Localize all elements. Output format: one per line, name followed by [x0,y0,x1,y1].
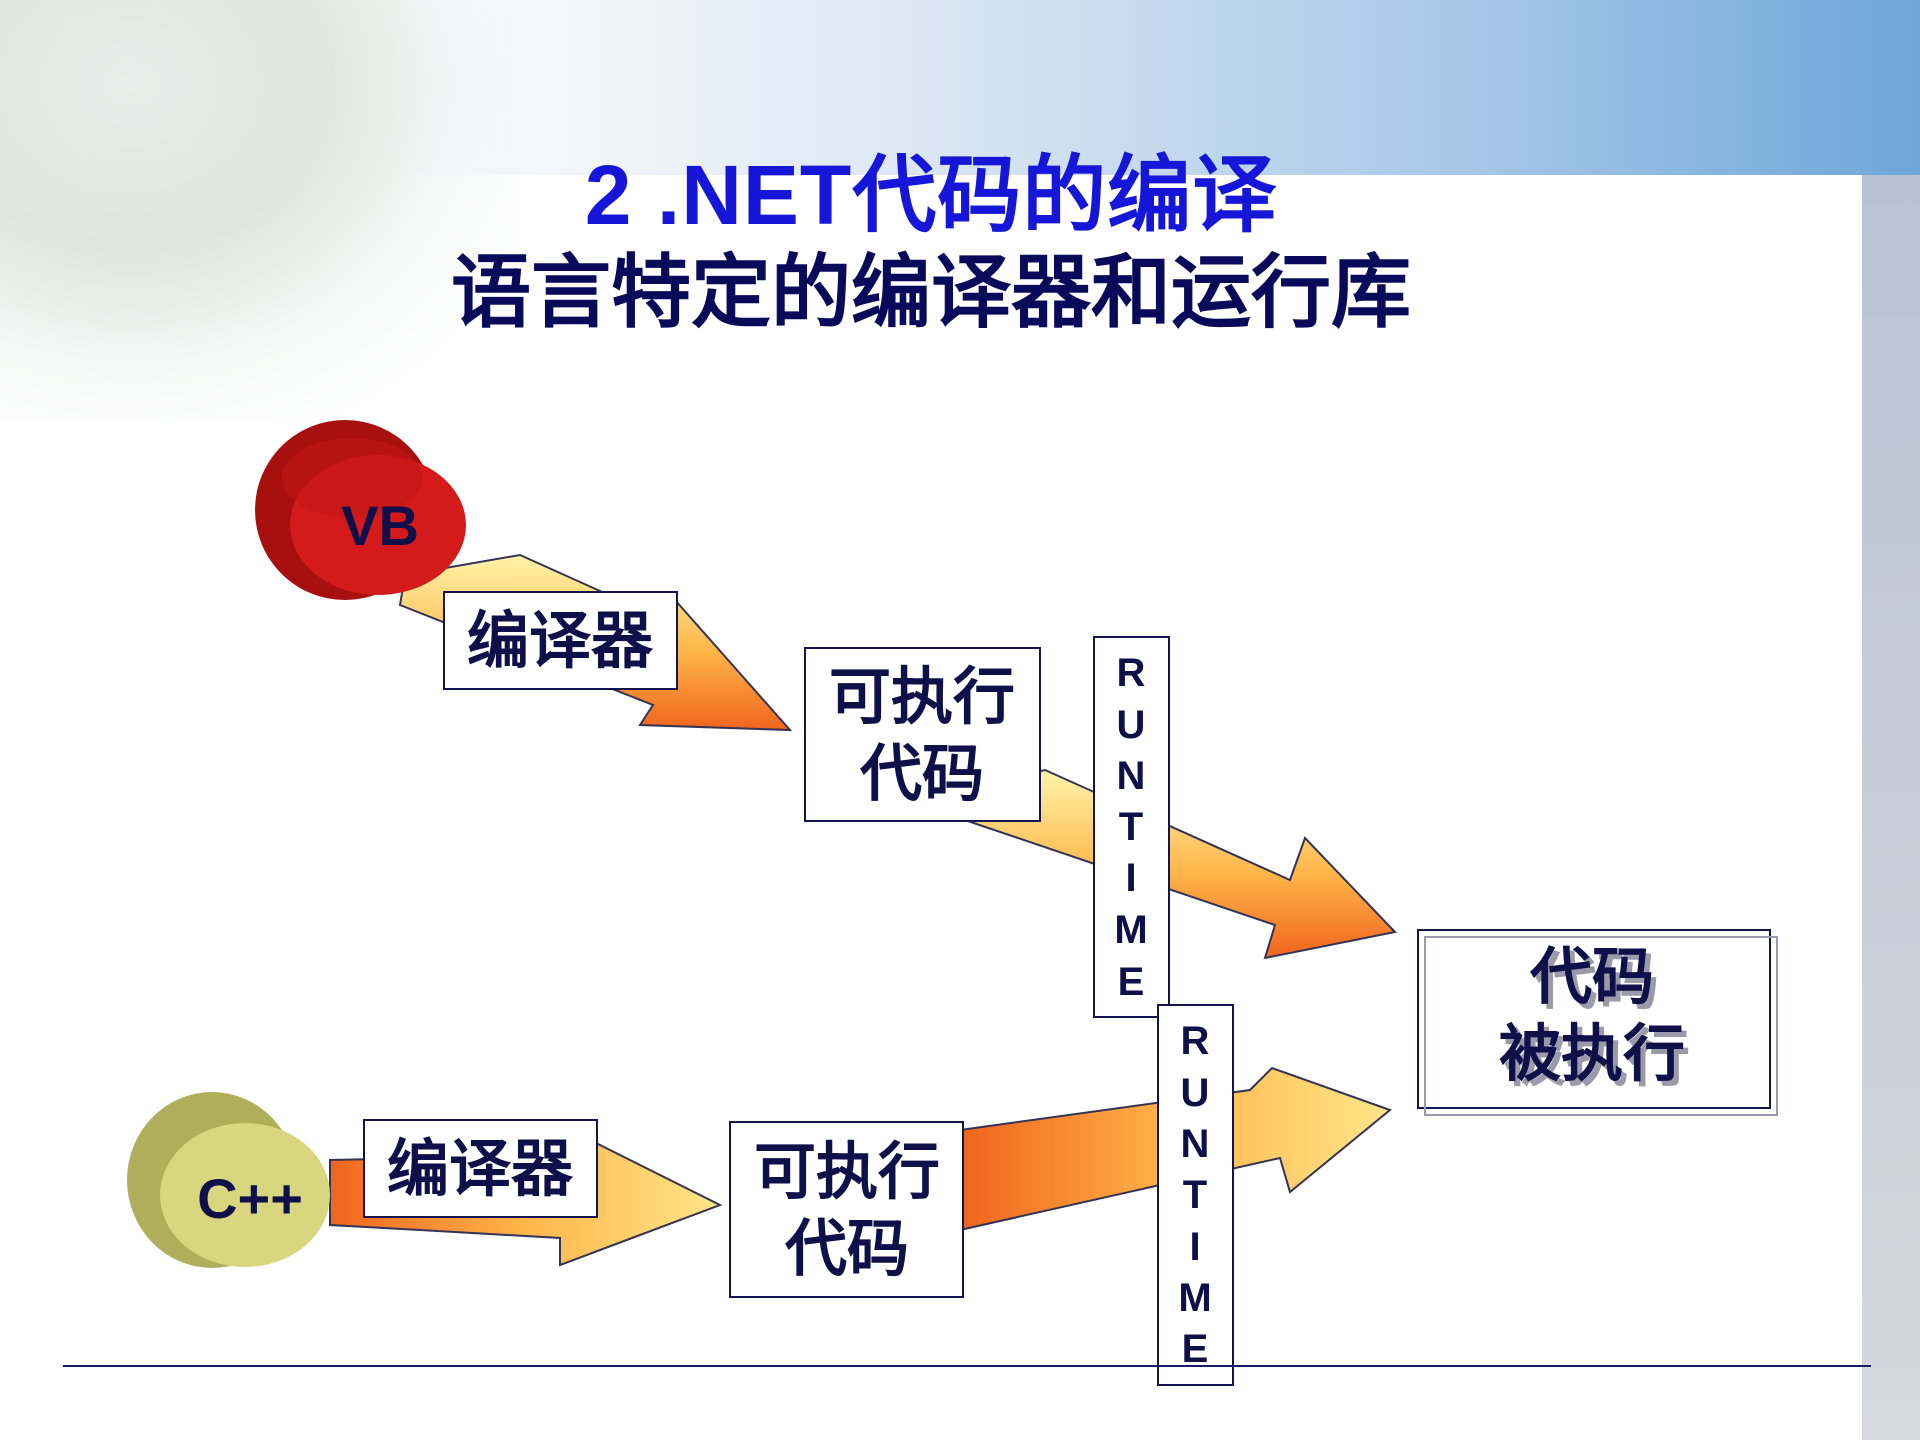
cpp-executable-box: 可执行 代码 [729,1121,964,1298]
result-line1: 代码 [1529,940,1654,1013]
runtime-letter: M [1114,908,1147,952]
right-edge-strip [1862,175,1920,1440]
runtime-letter: T [1183,1173,1207,1217]
runtime-letter: U [1181,1071,1210,1115]
bottom-divider [63,1365,1871,1367]
vb-compiler-box: 编译器 [443,591,678,690]
result-line2: 被执行 [1504,1022,1690,1095]
slide-subtitle: 语言特定的编译器和运行库 [451,248,1411,337]
vb-exe-line2: 代码 [859,737,984,810]
cpp-compiler-box: 编译器 [363,1119,598,1218]
cpp-compiler-label: 编译器 [387,1132,574,1205]
runtime-letter: R [1181,1019,1210,1063]
runtime-letter: R [1117,651,1146,695]
runtime-letter: N [1181,1122,1210,1166]
cpp-cylinder: C++ [127,1092,330,1268]
runtime-letter: E [1118,960,1145,1004]
vb-cylinder: VB [255,420,466,600]
runtime-letter: M [1178,1276,1211,1320]
cpp-exe-line1: 可执行 [754,1135,940,1208]
runtime-letter: I [1125,856,1136,900]
result-box: 代码 代码 被执行 被执行 [1417,929,1778,1116]
vb-label: VB [341,494,419,557]
runtime-letter: N [1117,754,1146,798]
vb-executable-box: 可执行 代码 [804,647,1041,822]
runtime-letter: E [1182,1327,1209,1371]
cpp-exe-line2: 代码 [784,1212,909,1285]
runtime-box-vb: R U N T I M E [1093,636,1170,1018]
result-line2: 被执行 [1499,1017,1685,1090]
slide-title: 2 .NET代码的编译 [584,148,1278,242]
header-band [380,0,1920,175]
vb-compiler-label: 编译器 [467,604,654,677]
runtime-letter: I [1189,1225,1200,1269]
runtime-letter: T [1119,805,1143,849]
cpp-label: C++ [197,1167,303,1230]
runtime-letter: U [1117,703,1146,747]
runtime-box-cpp: R U N T I M E [1157,1004,1234,1386]
vb-exe-line1: 可执行 [829,660,1015,733]
result-line1: 代码 [1534,945,1659,1018]
